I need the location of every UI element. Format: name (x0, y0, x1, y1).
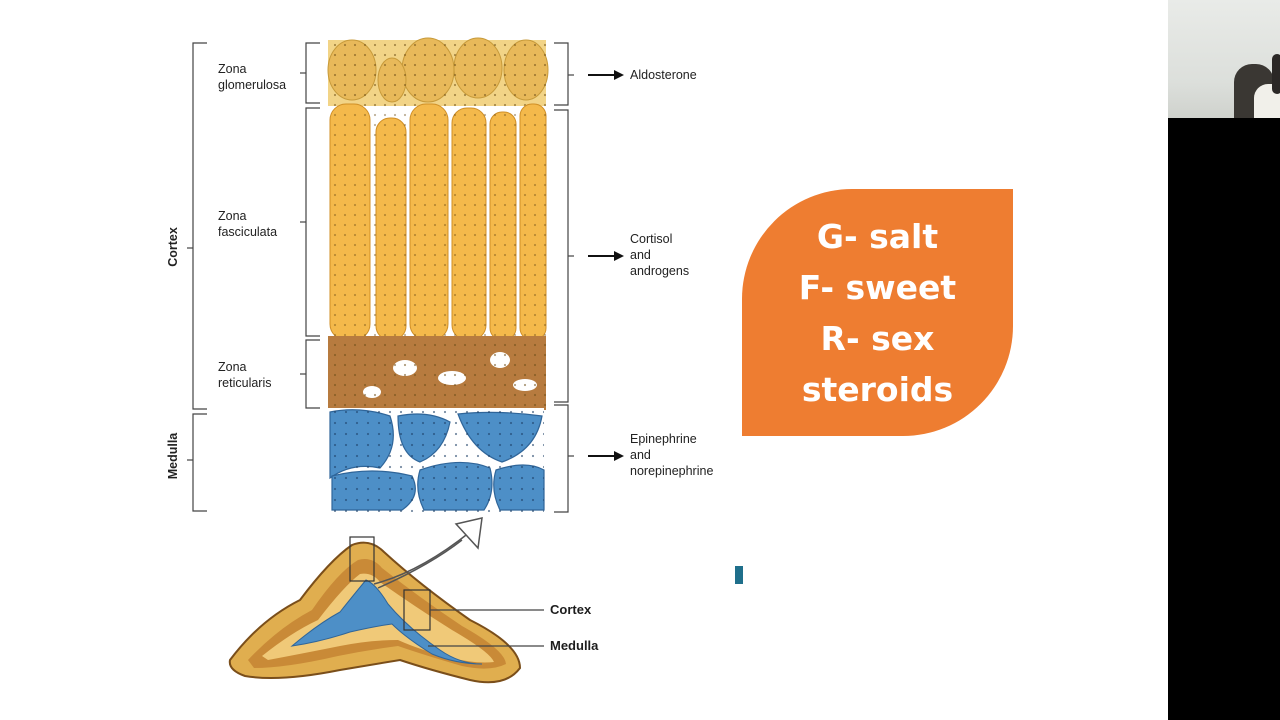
adrenal-gland (228, 517, 544, 684)
zona-glomerulosa-line1: Zona (218, 62, 247, 76)
zona-fasciculata-line1: Zona (218, 209, 247, 223)
zona-glomerulosa-line2: glomerulosa (218, 78, 287, 92)
mnemonic-card: G- salt F- sweet R- sex steroids (742, 189, 1013, 436)
hormone-arrows (588, 70, 624, 461)
gland-medulla-label: Medulla (550, 638, 599, 653)
zona-reticularis-line1: Zona (218, 360, 247, 374)
mnemonic-line-1: G- salt (816, 216, 939, 256)
webcam-thumbnail (1168, 0, 1280, 118)
slide: Zona glomerulosa Zona fasciculata Zona r… (0, 0, 1168, 720)
epinephrine-line1: Epinephrine (630, 432, 697, 446)
mnemonic-line-2: F- sweet (798, 267, 957, 307)
zona-fasciculata-line2: fasciculata (218, 225, 278, 239)
cortisol-line2: and (630, 248, 651, 262)
epinephrine-label: Epinephrine and norepinephrine (630, 431, 713, 479)
zona-glomerulosa-label: Zona glomerulosa (218, 61, 286, 93)
gland-cortex-label: Cortex (550, 602, 592, 617)
epinephrine-line3: norepinephrine (630, 464, 714, 478)
adrenal-histology-diagram (187, 37, 624, 684)
zona-fasciculata-label: Zona fasciculata (218, 208, 277, 240)
mnemonic-line-4: steroids (801, 369, 954, 409)
zona-reticularis-label: Zona reticularis (218, 359, 272, 391)
hormone-brackets (554, 42, 574, 513)
aldosterone-line1: Aldosterone (630, 68, 697, 82)
tissue-column (327, 37, 549, 512)
aldosterone-label: Aldosterone (630, 67, 697, 83)
cortisol-label: Cortisol and androgens (630, 231, 689, 279)
zone-brackets (300, 42, 320, 409)
region-brackets (187, 42, 207, 512)
cortex-region-label: Cortex (166, 227, 180, 267)
mnemonic-line-3: R- sex (820, 318, 935, 358)
medulla-region-label: Medulla (166, 432, 180, 480)
zona-reticularis-line2: reticularis (218, 376, 272, 390)
cortisol-line3: androgens (630, 264, 690, 278)
epinephrine-line2: and (630, 448, 651, 462)
caption-fragment-mark (735, 566, 743, 584)
cortisol-line1: Cortisol (630, 232, 673, 246)
